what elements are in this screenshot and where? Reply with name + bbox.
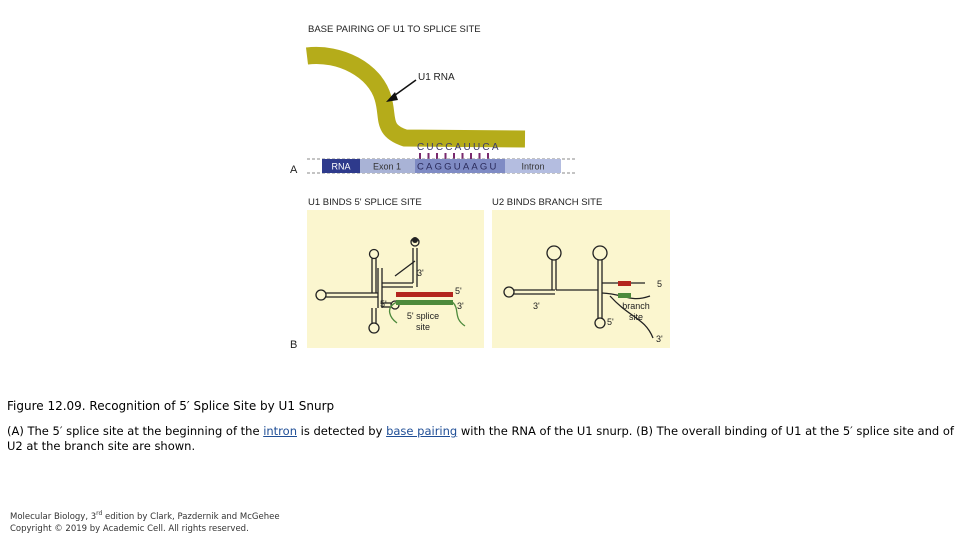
rna-box-label: RNA <box>331 162 350 172</box>
right-three-prime-bottom: 3' <box>656 334 663 344</box>
panel-a-heading: BASE PAIRING OF U1 TO SPLICE SITE <box>308 24 481 35</box>
right-branch-label-1: branch <box>622 301 650 311</box>
credit-line-2: Copyright © 2019 by Academic Cell. All r… <box>10 523 280 535</box>
figure-illustration: BASE PAIRING OF U1 TO SPLICE SITE U1 RNA… <box>285 18 685 353</box>
credit-line-1: Molecular Biology, 3rd edition by Clark,… <box>10 508 280 523</box>
panel-b-left-heading: U1 BINDS 5' SPLICE SITE <box>308 197 422 208</box>
intron-link[interactable]: intron <box>263 424 297 438</box>
right-five-prime-bottom: 5' <box>607 317 614 327</box>
credit-block: Molecular Biology, 3rd edition by Clark,… <box>10 508 280 535</box>
caption-text-2: is detected by <box>297 424 386 438</box>
left-site-label-2: site <box>416 322 430 332</box>
right-branch-label-2: site <box>629 312 643 322</box>
caption-text-1: (A) The 5′ splice site at the beginning … <box>7 424 263 438</box>
left-five-prime-right: 5' <box>455 286 462 296</box>
figure-12-09: BASE PAIRING OF U1 TO SPLICE SITE U1 RNA… <box>285 18 685 353</box>
base-pair-ticks <box>420 153 488 159</box>
caption-title: Figure 12.09. Recognition of 5′ Splice S… <box>7 399 334 413</box>
right-three-prime-left: 3' <box>533 301 540 311</box>
left-five-prime-left: 5' <box>380 299 387 309</box>
right-five-prime-right: 5 <box>657 279 662 289</box>
intron-box-label: Intron <box>521 162 544 172</box>
u1-sequence: CUCCAUUCA <box>417 142 501 153</box>
left-three-prime-right: 3' <box>457 301 464 311</box>
caption-body: (A) The 5′ splice site at the beginning … <box>7 424 957 454</box>
credit-authors: edition by Clark, Pazdernik and McGehee <box>102 512 279 522</box>
panel-b-letter: B <box>290 339 297 351</box>
u1-rna-label: U1 RNA <box>418 72 455 83</box>
panel-b-right-heading: U2 BINDS BRANCH SITE <box>492 197 602 208</box>
left-site-label-1: 5' splice <box>407 311 439 321</box>
splice-sequence: CAGGUAAGU <box>417 162 499 173</box>
splice-green-bar <box>396 300 453 305</box>
panel-b-left-bg <box>307 210 484 348</box>
panel-b-right-bg <box>492 210 670 348</box>
exon-box-label: Exon 1 <box>373 162 401 172</box>
u1-red-bar <box>396 292 453 297</box>
credit-book-title: Molecular Biology, 3 <box>10 512 96 522</box>
top-hairpin-loop <box>412 237 418 243</box>
panel-a-letter: A <box>290 164 298 176</box>
branch-green-bar <box>618 293 631 298</box>
u1-rna-strand <box>307 55 525 139</box>
u2-red-bar <box>618 281 631 286</box>
left-three-prime-top: 3' <box>417 268 424 278</box>
base-pairing-link[interactable]: base pairing <box>386 424 457 438</box>
